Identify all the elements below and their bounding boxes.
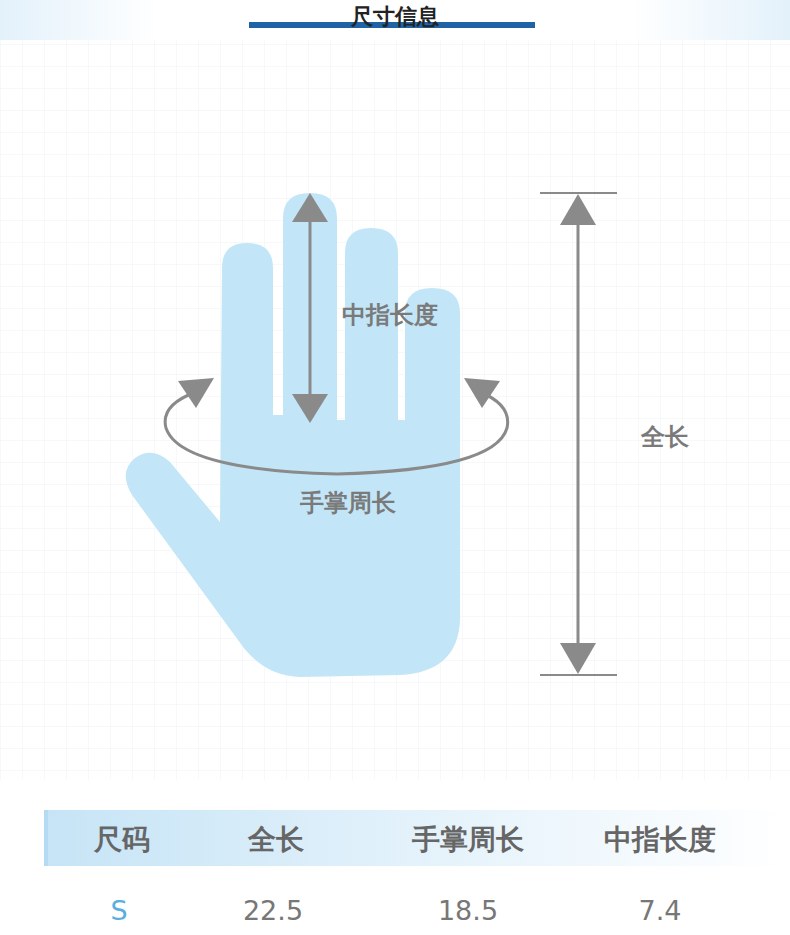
table-cell: 7.4 xyxy=(639,895,682,926)
table-header-edge xyxy=(44,810,48,866)
header-ground xyxy=(0,0,790,40)
table-header: 尺码 xyxy=(94,821,150,859)
dimension-label: 手掌周长 xyxy=(300,487,396,519)
middle-finger-arrow xyxy=(292,193,328,423)
table-header: 全长 xyxy=(248,821,304,859)
grid-background xyxy=(0,40,790,780)
palm-circumference-arrow xyxy=(165,378,508,474)
dimension-label: 中指长度 xyxy=(342,299,438,331)
table-cell: 18.5 xyxy=(438,895,498,926)
table-cell: 22.5 xyxy=(243,895,303,926)
full-length-arrow xyxy=(540,193,617,675)
section-title: 尺寸信息 xyxy=(351,2,439,32)
table-header: 中指长度 xyxy=(604,821,716,859)
table-header: 手掌周长 xyxy=(412,821,524,859)
table-cell: S xyxy=(110,895,127,926)
dimension-label: 全长 xyxy=(641,421,689,453)
hand-silhouette xyxy=(126,193,460,677)
table-header-band xyxy=(44,810,790,866)
